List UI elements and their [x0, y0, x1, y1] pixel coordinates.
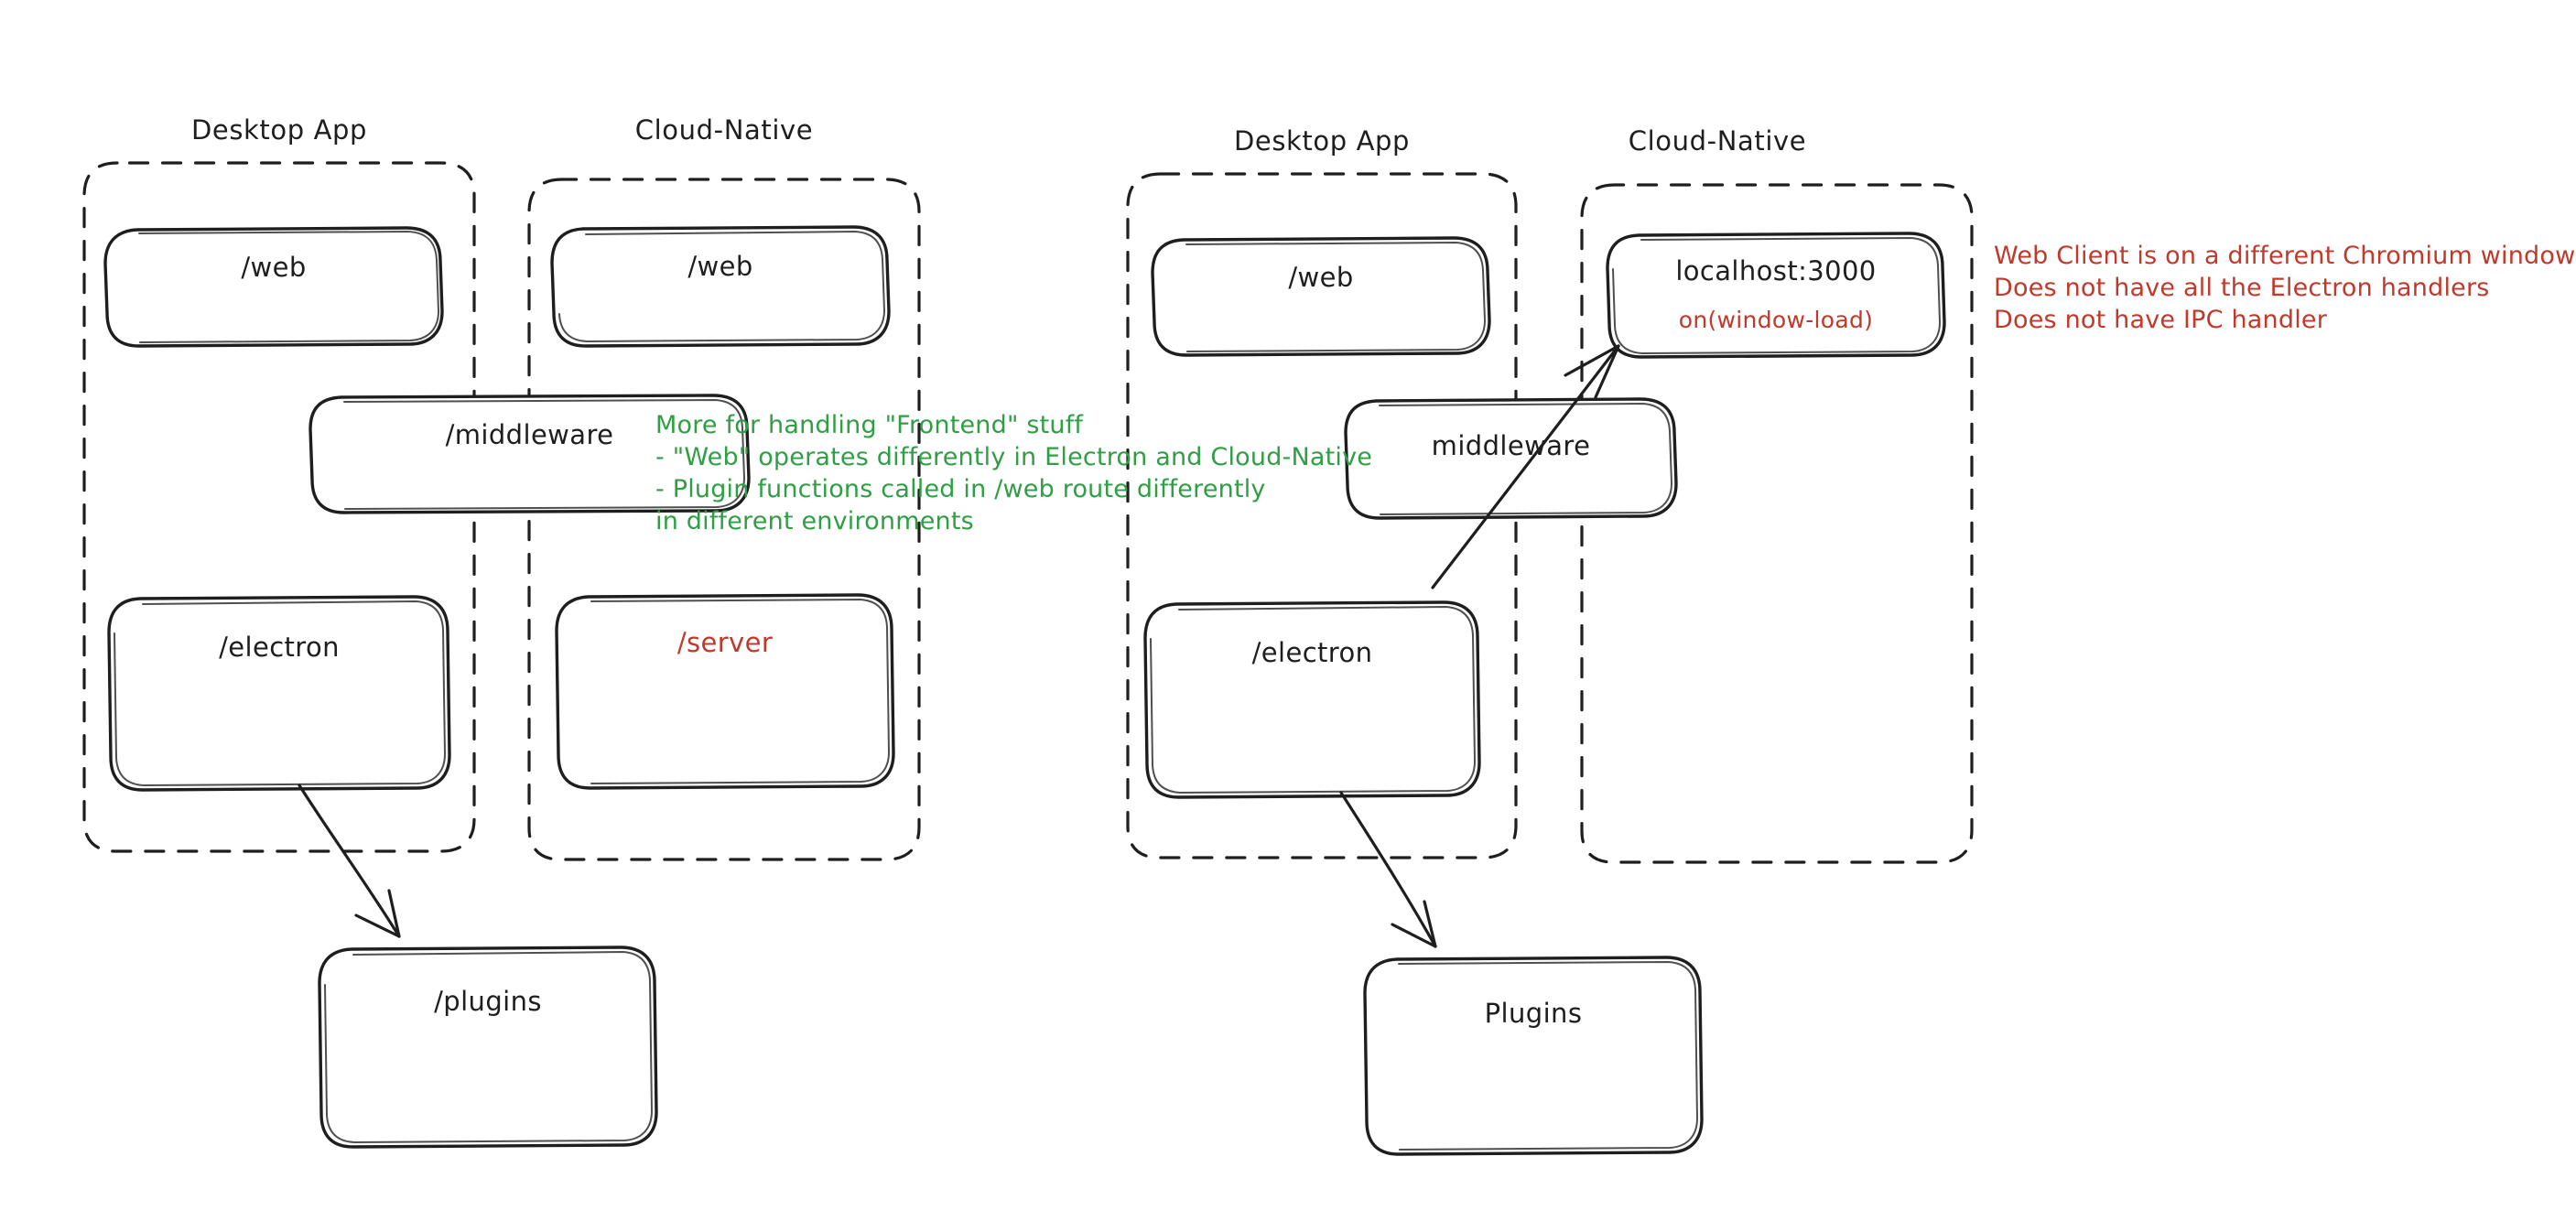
node-left-plugins-label: /plugins [434, 986, 542, 1017]
right-red-annotation-line-1: Web Client is on a different Chromium wi… [1994, 242, 2576, 270]
node-left-plugins[interactable]: /plugins [319, 947, 656, 1147]
node-right-plugins-label: Plugins [1484, 998, 1583, 1029]
node-left-middleware[interactable]: /middleware [310, 395, 749, 513]
left-green-annotation: More for handling "Frontend" stuff - "We… [655, 409, 1372, 537]
node-left-server[interactable]: /server [557, 595, 893, 788]
left-edge-electron-to-plugins [298, 784, 401, 938]
right-desktop-app-group-label: Desktop App [1233, 125, 1411, 157]
node-left-middleware-label: /middleware [445, 419, 614, 450]
left-cloud-native-group-label: Cloud-Native [634, 114, 814, 146]
node-right-middleware[interactable]: middleware [1346, 399, 1676, 518]
node-right-web-label: /web [1288, 262, 1354, 293]
right-cloud-native-group-label: Cloud-Native [1628, 125, 1807, 157]
node-right-middleware-label: middleware [1431, 430, 1591, 461]
node-right-web[interactable]: /web [1153, 238, 1489, 355]
node-left-web-label: /web [241, 252, 307, 283]
node-right-electron[interactable]: /electron [1145, 602, 1479, 797]
left-green-annotation-line-4: in different environments [655, 507, 974, 536]
node-left-cloud-web-label: /web [687, 251, 753, 282]
right-edge-electron-to-plugins [1339, 791, 1437, 948]
node-left-electron-label: /electron [219, 632, 340, 663]
node-left-cloud-web[interactable]: /web [552, 227, 889, 346]
right-red-annotation-line-2: Does not have all the Electron handlers [1994, 274, 2490, 303]
node-right-localhost[interactable]: localhost:3000 on(window-load) [1607, 233, 1944, 357]
right-red-annotation-line-3: Does not have IPC handler [1994, 306, 2328, 335]
left-green-annotation-line-2: - "Web" operates differently in Electron… [655, 443, 1373, 472]
node-right-localhost-label: localhost:3000 [1675, 255, 1877, 286]
left-green-annotation-line-3: - Plugin functions called in /web route … [655, 475, 1266, 504]
node-left-web[interactable]: /web [105, 228, 442, 346]
right-red-annotation: Web Client is on a different Chromium wi… [1994, 240, 2575, 336]
left-desktop-app-group-label: Desktop App [190, 114, 368, 146]
node-left-server-label: /server [676, 627, 774, 658]
left-green-annotation-line-1: More for handling "Frontend" stuff [655, 411, 1084, 439]
node-left-electron[interactable]: /electron [109, 597, 449, 790]
node-right-plugins[interactable]: Plugins [1365, 957, 1702, 1154]
node-right-localhost-sublabel: on(window-load) [1678, 307, 1874, 333]
node-right-electron-label: /electron [1251, 637, 1373, 668]
